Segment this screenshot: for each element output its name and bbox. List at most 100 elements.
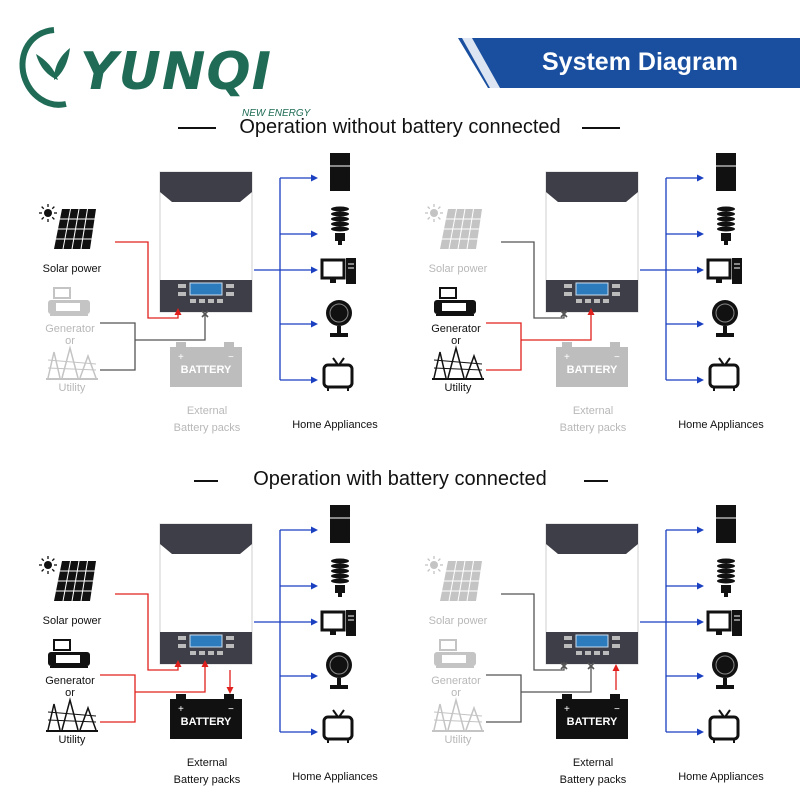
tv-icon [708, 357, 740, 391]
status-led [564, 644, 572, 648]
flow-arrowhead [697, 672, 704, 680]
tv-icon [708, 709, 740, 743]
inverter-unit [159, 171, 253, 313]
grid-flow-line [100, 674, 136, 723]
battery-icon: BATTERY+− [556, 694, 628, 739]
status-led [226, 636, 234, 640]
status-led [226, 284, 234, 288]
control-button [199, 299, 205, 303]
flow-arrowhead [697, 376, 704, 384]
external-label: External [186, 757, 228, 769]
control-button [585, 651, 591, 655]
flow-arrowhead [697, 230, 704, 238]
flow-arrowhead [697, 526, 704, 534]
control-button [603, 299, 609, 303]
control-button [603, 651, 609, 655]
generator-icon [434, 639, 476, 668]
logo-mark-icon [19, 27, 70, 108]
generator-icon [48, 287, 90, 316]
title-rule-left [194, 480, 218, 482]
status-led [564, 636, 572, 640]
control-button [190, 651, 196, 655]
fan-icon [326, 652, 352, 689]
solar-label: Solar power [42, 615, 102, 627]
control-button [208, 651, 214, 655]
flow-arrowhead [697, 320, 704, 328]
disconnect-mark [560, 662, 568, 670]
brand-name: YUNQI [80, 42, 272, 102]
flow-arrowhead [697, 728, 704, 736]
svg-text:+: + [564, 352, 570, 363]
status-led [612, 292, 620, 296]
inverter-top-cap [546, 172, 638, 202]
computer-icon [320, 258, 356, 284]
generator-icon [48, 639, 90, 668]
utility-grid-icon [432, 697, 484, 732]
flow-arrowhead [311, 728, 318, 736]
fridge-icon [330, 153, 350, 191]
computer-icon [706, 258, 742, 284]
utility-label: Utility [444, 382, 472, 394]
tv-icon [322, 709, 354, 743]
flow-arrowhead [311, 230, 318, 238]
flow-arrowhead [311, 672, 318, 680]
title-banner: System Diagram [458, 38, 800, 88]
disconnect-mark [587, 662, 595, 670]
flow-arrowhead [311, 174, 318, 182]
home-appliances-label: Home Appliances [292, 771, 378, 783]
grid-flow-line [135, 666, 206, 693]
flow-arrowhead [226, 687, 234, 694]
battery-label: BATTERY [567, 716, 618, 728]
lcd-screen [575, 282, 609, 296]
solar-flow-line [501, 593, 565, 671]
grid-flow-line [486, 674, 522, 723]
svg-text:−: − [228, 704, 234, 715]
flow-arrowhead [612, 664, 620, 671]
utility-label: Utility [58, 382, 86, 394]
battery-packs-label: Battery packs [559, 422, 627, 434]
or-label: or [65, 687, 75, 699]
utility-label: Utility [444, 734, 472, 746]
flow-arrowhead [697, 582, 704, 590]
bulb-icon [717, 206, 735, 245]
home-appliances-label: Home Appliances [292, 419, 378, 431]
lcd-screen [189, 282, 223, 296]
inverter-unit [159, 523, 253, 665]
fan-icon [712, 652, 738, 689]
status-led [178, 644, 186, 648]
flow-arrowhead [311, 376, 318, 384]
control-button [199, 651, 205, 655]
flow-arrowhead [201, 660, 209, 667]
title-rule-right [582, 127, 620, 129]
fridge-icon [330, 505, 350, 543]
disconnect-mark [560, 310, 568, 318]
inverter-top-cap [160, 172, 252, 202]
utility-grid-icon [46, 697, 98, 732]
inverter-top-cap [160, 524, 252, 554]
battery-packs-label: Battery packs [559, 774, 627, 786]
or-label: or [65, 335, 75, 347]
solar-flow-line [501, 241, 565, 319]
brand-logo: YUNQI NEW ENERGY [14, 12, 314, 122]
battery-packs-label: Battery packs [173, 774, 241, 786]
lcd-screen [189, 634, 223, 648]
external-label: External [186, 405, 228, 417]
grid-flow-line [521, 666, 592, 693]
inverter-top-cap [546, 524, 638, 554]
fridge-icon [716, 505, 736, 543]
battery-label: BATTERY [181, 716, 232, 728]
battery-label: BATTERY [567, 364, 618, 376]
solar-panel-icon [39, 204, 96, 250]
computer-icon [706, 610, 742, 636]
inverter-unit [545, 171, 639, 313]
status-led [612, 284, 620, 288]
status-led [226, 644, 234, 648]
grid-flow-line [486, 322, 522, 371]
generator-label: Generator [431, 675, 481, 687]
inverter-unit [545, 523, 639, 665]
flow-arrowhead [587, 308, 595, 315]
control-button [594, 651, 600, 655]
generator-label: Generator [431, 323, 481, 335]
section-title-without-battery: Operation without battery connected [239, 116, 561, 138]
